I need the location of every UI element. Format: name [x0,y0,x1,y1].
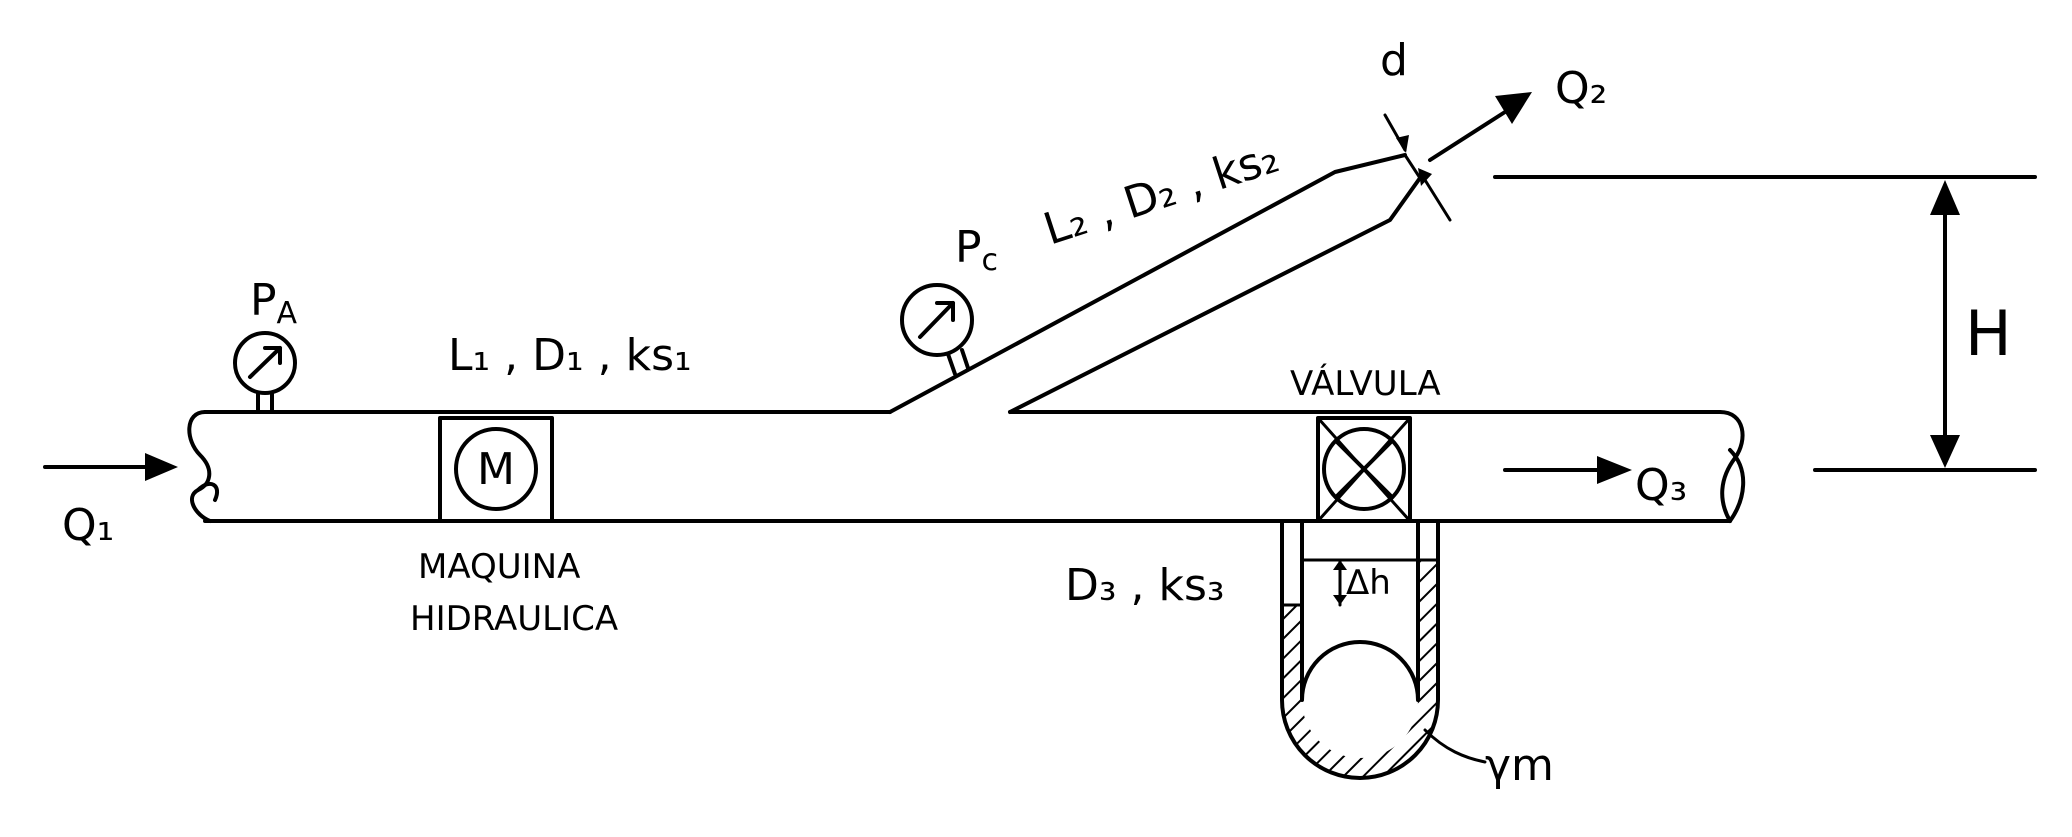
pipe2-params-label: L₂ , D₂ , ks₂ [1038,132,1285,256]
branch-pipe [888,153,1422,414]
machine-label-line1: MAQUINA [418,547,580,587]
valve-label: VÁLVULA [1290,363,1441,404]
height-dimension [1493,175,2037,472]
hydraulic-machine [438,416,554,523]
q2-label: Q₂ [1555,63,1607,114]
q3-label: Q₃ [1635,460,1687,511]
valve [1316,416,1412,523]
nozzle-d-label: d [1380,35,1408,86]
pressure-a-label: PA [250,275,298,331]
flow-arrow-q1 [43,453,178,481]
pressure-c-label: Pc [955,222,998,278]
pressure-gauge-c [900,283,974,376]
gamma-m-label: γm [1485,740,1554,791]
q1-label: Q₁ [62,500,114,551]
machine-symbol: M [477,444,515,495]
nozzle-diameter-dimension [1383,113,1452,222]
pipe3-params-label: D₃ , ks₃ [1065,560,1225,611]
u-tube-manometer [1280,519,1487,780]
machine-label-line2: HIDRAULICA [410,599,618,639]
pressure-gauge-a [233,331,297,414]
main-pipe [187,410,1746,523]
height-label: H [1965,297,2012,370]
flow-arrow-q3 [1503,456,1632,484]
delta-h-label: Δh [1346,563,1391,603]
flow-arrow-q2 [1428,92,1532,162]
pipe1-params-label: L₁ , D₁ , ks₁ [448,330,692,381]
